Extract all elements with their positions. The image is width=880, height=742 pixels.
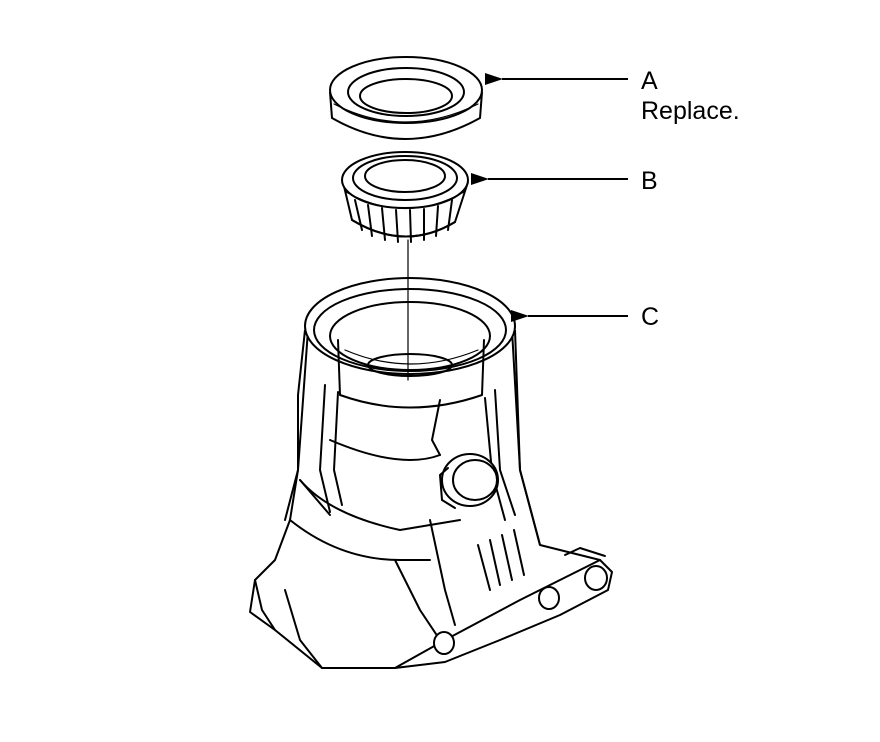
callout-c-letter: C: [641, 303, 659, 331]
housing-illustration: [249, 277, 613, 669]
callout-b-letter: B: [641, 167, 658, 195]
seal-ring-illustration: [329, 56, 483, 140]
tapered-bearing-illustration: [341, 151, 469, 243]
callout-a-letter: A: [641, 67, 658, 95]
callout-a-note: Replace.: [641, 97, 740, 125]
